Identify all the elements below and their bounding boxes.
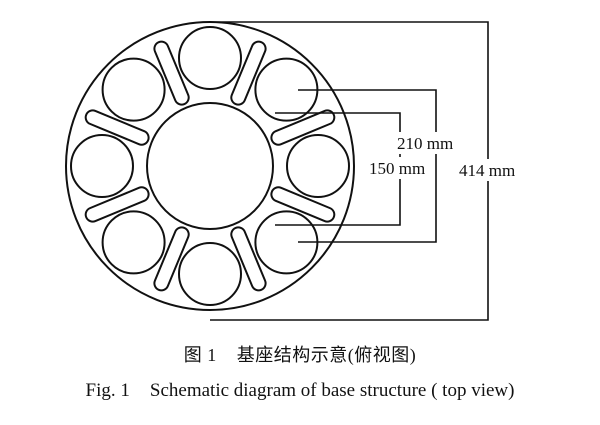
radial-slot-interior (86, 188, 148, 221)
figure-number-cn: 图 1 (183, 345, 217, 365)
radial-slot-interior (232, 228, 265, 290)
base-structure-diagram: 210 mm 150 mm 414 mm (65, 21, 534, 321)
dimension-210-label: 210 mm (397, 134, 453, 153)
mounting-hole (178, 242, 242, 306)
figure-title-cn: 基座结构示意(俯视图) (236, 345, 417, 365)
figure-title-en: Schematic diagram of base structure ( to… (149, 380, 515, 401)
figure-caption-english: Fig. 1 Schematic diagram of base structur… (0, 380, 600, 402)
mounting-hole (286, 134, 350, 198)
radial-slot-interior (86, 111, 148, 144)
center-hub-circle (146, 102, 274, 230)
figure-number-en: Fig. 1 (85, 380, 130, 401)
dimension-150-label: 150 mm (369, 159, 425, 178)
radial-slot-interior (272, 188, 334, 221)
mounting-hole (101, 210, 166, 275)
radial-slot-interior (232, 42, 265, 104)
mounting-hole (101, 57, 166, 122)
base-drawing (65, 21, 355, 311)
outer-base-circle (65, 21, 355, 311)
radial-slot-interior (155, 228, 188, 290)
mounting-holes (70, 26, 350, 306)
radial-slot-interior (155, 42, 188, 104)
dimension-414-label: 414 mm (459, 161, 515, 180)
radial-slot-interior (272, 111, 334, 144)
mounting-hole (178, 26, 242, 90)
mounting-hole (70, 134, 134, 198)
dimension-210-bracket (298, 89, 437, 243)
figure-caption-chinese: 图 1 基座结构示意(俯视图) (0, 341, 600, 367)
dimension-labels: 210 mm 150 mm 414 mm (368, 132, 534, 181)
radial-slots (84, 40, 336, 292)
